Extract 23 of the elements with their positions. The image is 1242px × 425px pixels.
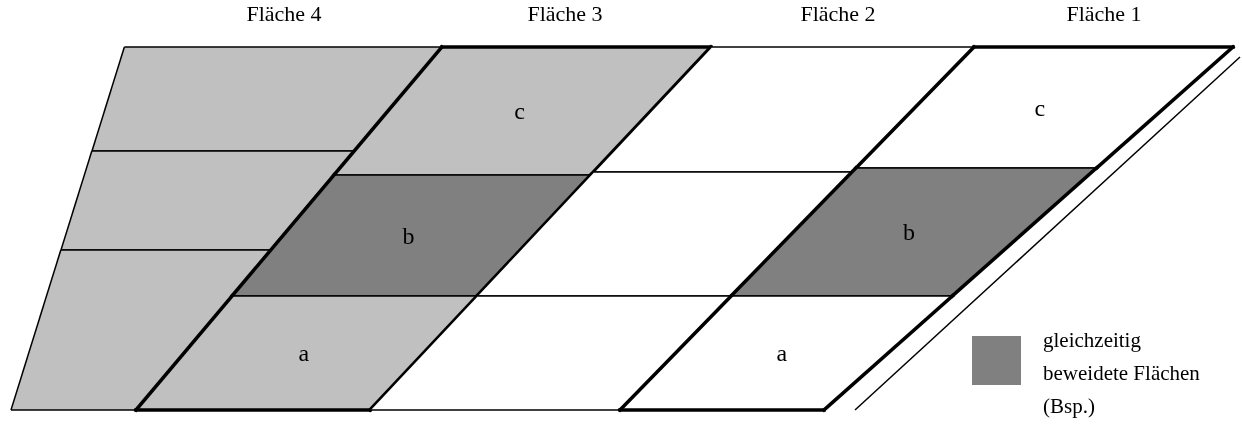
cell-letter: a xyxy=(298,341,310,365)
field-cell xyxy=(731,168,1097,296)
cell-letter: b xyxy=(903,220,916,244)
cell-letter: b xyxy=(402,223,415,248)
cell-letter: c xyxy=(514,99,525,123)
field-cell xyxy=(370,296,732,410)
field-cell xyxy=(11,250,271,410)
field-cell xyxy=(856,47,1233,168)
field-cell xyxy=(232,175,591,296)
field-cell xyxy=(620,296,953,410)
field-cell xyxy=(593,47,974,172)
area-heading: Fläche 4 xyxy=(246,2,322,27)
area-heading: Fläche 1 xyxy=(1066,2,1142,27)
cell-letter: c xyxy=(1034,95,1046,120)
cell-letter: a xyxy=(776,341,788,365)
field-cell xyxy=(136,296,478,410)
legend-text: gleichzeitig beweidete Flächen (Bsp.) xyxy=(1043,327,1201,420)
field-cell xyxy=(91,47,442,151)
field-cell xyxy=(60,151,355,250)
area-heading: Fläche 2 xyxy=(800,2,876,27)
field-cell xyxy=(334,47,711,175)
area-heading: Fläche 3 xyxy=(527,2,603,27)
field-cell xyxy=(477,172,853,296)
